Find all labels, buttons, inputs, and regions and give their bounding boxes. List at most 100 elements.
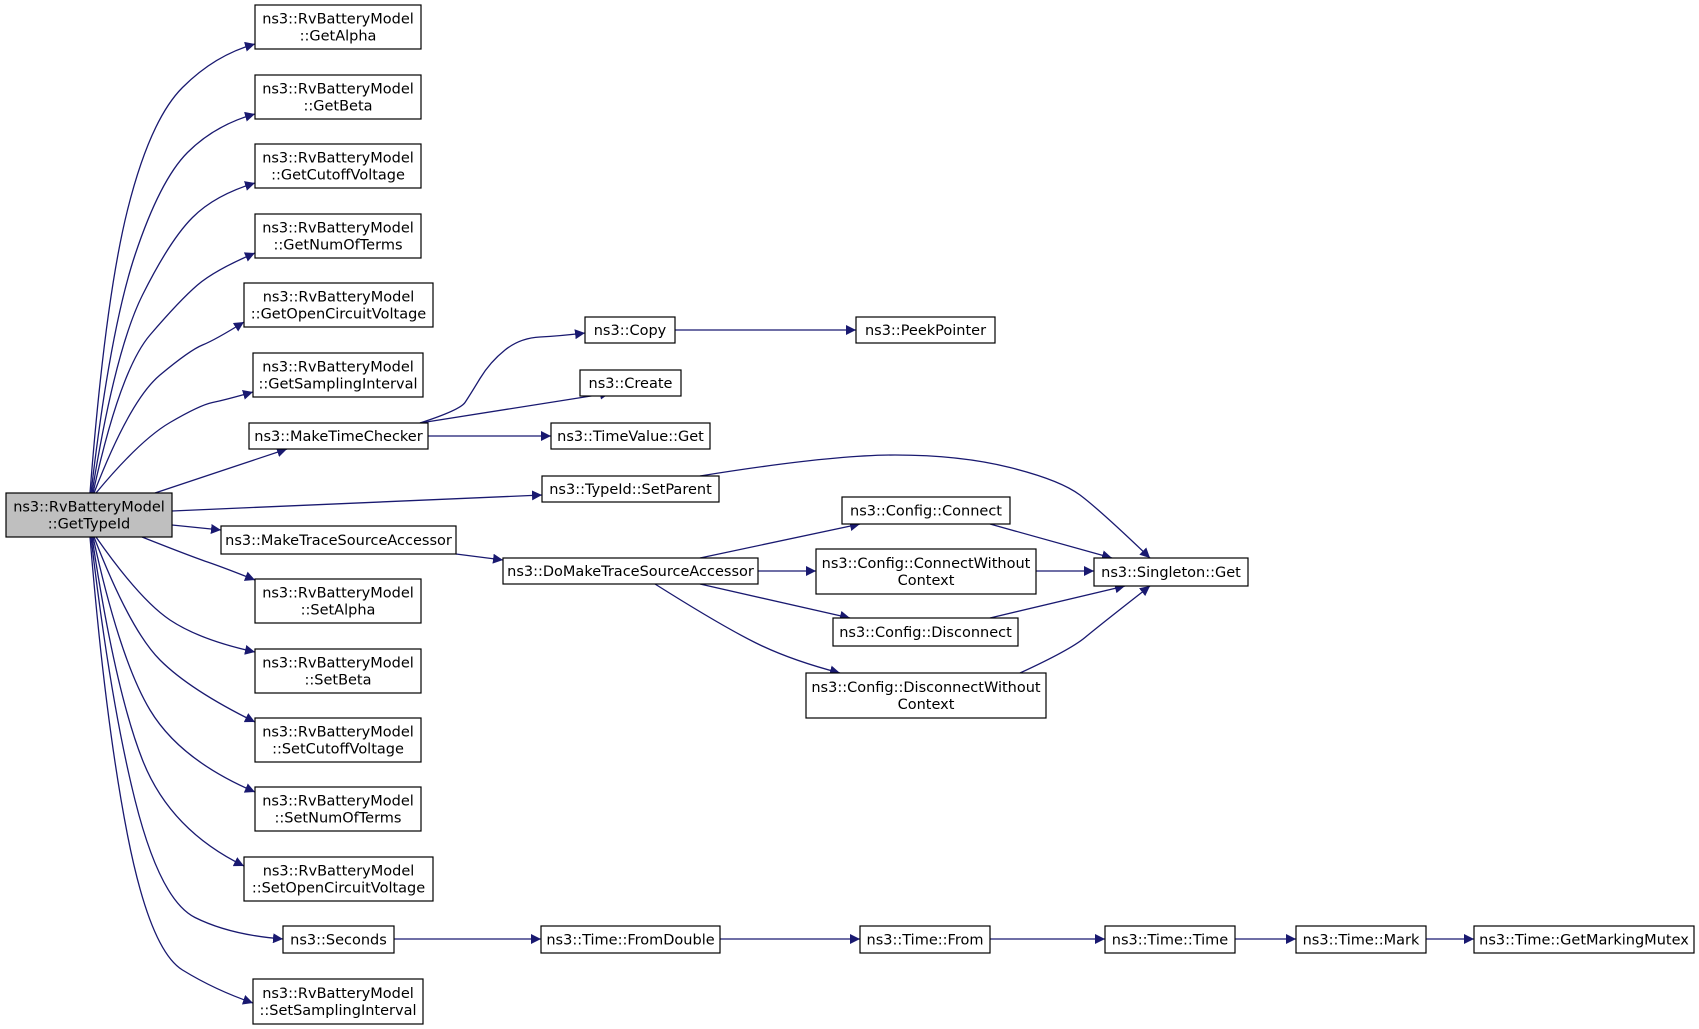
edge-GetTypeId-to-Seconds bbox=[90, 536, 284, 944]
node-TimeFrom[interactable]: ns3::Time::From bbox=[859, 925, 991, 954]
edge-MakeTimeChecker-to-Create bbox=[419, 389, 611, 424]
node-label-line: ns3::Config::Disconnect bbox=[839, 625, 1012, 641]
node-box bbox=[1093, 557, 1249, 587]
node-label-line: ns3::Time::FromDouble bbox=[546, 933, 714, 949]
edge-GetTypeId-to-MakeTraceSourceAccessor bbox=[171, 524, 222, 534]
node-GetSamplingInterval[interactable]: ns3::RvBatteryModel::GetSamplingInterval bbox=[252, 352, 424, 398]
node-SetBeta[interactable]: ns3::RvBatteryModel::SetBeta bbox=[254, 648, 422, 694]
node-box bbox=[254, 213, 422, 259]
edge-GetTypeId-to-GetAlpha bbox=[89, 41, 256, 494]
node-label-line: ns3::RvBatteryModel bbox=[262, 12, 414, 28]
node-label-line: ns3::RvBatteryModel bbox=[262, 221, 414, 237]
node-label-line: ns3::Seconds bbox=[290, 933, 387, 949]
node-GetTypeId[interactable]: ns3::RvBatteryModel::GetTypeId bbox=[5, 492, 173, 538]
node-ConfigDisconnect[interactable]: ns3::Config::Disconnect bbox=[832, 617, 1019, 647]
node-box bbox=[815, 548, 1037, 595]
node-SetOpenCircuitVoltage[interactable]: ns3::RvBatteryModel::SetOpenCircuitVolta… bbox=[243, 856, 434, 902]
node-label-line: ns3::Copy bbox=[594, 323, 667, 339]
node-GetOpenCircuitVoltage[interactable]: ns3::RvBatteryModel::GetOpenCircuitVolta… bbox=[243, 282, 434, 328]
node-label-line: ns3::TimeValue::Get bbox=[557, 429, 704, 445]
node-label-line: ns3::Time::Mark bbox=[1303, 933, 1420, 949]
edge-ConfigDisconnect-to-SingletonGet bbox=[989, 583, 1126, 619]
node-label-line: ns3::RvBatteryModel bbox=[262, 794, 414, 810]
node-box bbox=[243, 856, 434, 902]
node-box bbox=[248, 422, 429, 450]
node-SetParent[interactable]: ns3::TypeId::SetParent bbox=[541, 475, 720, 503]
node-MakeTimeChecker[interactable]: ns3::MakeTimeChecker bbox=[248, 422, 429, 450]
nodes-layer: ns3::RvBatteryModel::GetTypeIdns3::RvBat… bbox=[5, 4, 1695, 1025]
node-box bbox=[579, 369, 682, 397]
node-label-line: ns3::RvBatteryModel bbox=[262, 82, 414, 98]
node-TimeFromDouble[interactable]: ns3::Time::FromDouble bbox=[540, 925, 721, 954]
node-DoMakeTraceSourceAccessor[interactable]: ns3::DoMakeTraceSourceAccessor bbox=[502, 557, 759, 585]
node-TimeMark[interactable]: ns3::Time::Mark bbox=[1295, 925, 1427, 954]
edge-GetTypeId-to-GetNumOfTerms bbox=[92, 252, 256, 494]
node-SetNumOfTerms[interactable]: ns3::RvBatteryModel::SetNumOfTerms bbox=[254, 786, 422, 832]
edge-ConfigConnect-to-SingletonGet bbox=[989, 523, 1113, 561]
edge-GetTypeId-to-SetAlpha bbox=[141, 536, 256, 581]
node-box bbox=[1295, 925, 1427, 954]
node-GetNumOfTerms[interactable]: ns3::RvBatteryModel::GetNumOfTerms bbox=[254, 213, 422, 259]
node-SetSamplingInterval[interactable]: ns3::RvBatteryModel::SetSamplingInterval bbox=[252, 978, 424, 1025]
node-label-line: ns3::Config::Connect bbox=[850, 504, 1002, 520]
node-GetAlpha[interactable]: ns3::RvBatteryModel::GetAlpha bbox=[254, 4, 422, 50]
edges-layer bbox=[89, 41, 1474, 1005]
edge-DoMakeTraceSourceAccessor-to-ConfigDisconnect bbox=[699, 583, 851, 621]
node-box bbox=[1473, 925, 1695, 954]
node-label-line: Context bbox=[898, 573, 955, 589]
edge-GetTypeId-to-GetCutoffVoltage bbox=[91, 181, 256, 494]
node-Seconds[interactable]: ns3::Seconds bbox=[282, 925, 395, 954]
node-label-line: ns3::RvBatteryModel bbox=[262, 725, 414, 741]
node-MakeTraceSourceAccessor[interactable]: ns3::MakeTraceSourceAccessor bbox=[220, 525, 457, 555]
node-label-line: ns3::Time::From bbox=[867, 933, 984, 949]
node-TimeTime[interactable]: ns3::Time::Time bbox=[1104, 925, 1236, 954]
node-GetBeta[interactable]: ns3::RvBatteryModel::GetBeta bbox=[254, 74, 422, 120]
node-label-line: ns3::RvBatteryModel bbox=[262, 986, 414, 1002]
node-TimeValueGet[interactable]: ns3::TimeValue::Get bbox=[550, 422, 711, 450]
node-label-line: ns3::RvBatteryModel bbox=[262, 656, 414, 672]
node-Copy[interactable]: ns3::Copy bbox=[584, 316, 676, 344]
node-SingletonGet[interactable]: ns3::Singleton::Get bbox=[1093, 557, 1249, 587]
node-label-line: ns3::RvBatteryModel bbox=[262, 151, 414, 167]
node-label-line: ::GetBeta bbox=[303, 99, 372, 115]
node-label-line: ::GetNumOfTerms bbox=[274, 238, 403, 254]
node-box bbox=[502, 557, 759, 585]
edge-GetTypeId-to-GetOpenCircuitVoltage bbox=[93, 321, 245, 494]
edge-GetTypeId-to-MakeTimeChecker bbox=[154, 447, 288, 494]
node-label-line: ns3::Time::Time bbox=[1112, 933, 1229, 949]
node-box bbox=[254, 717, 422, 763]
edge-GetTypeId-to-SetBeta bbox=[95, 536, 256, 655]
node-label-line: ::SetBeta bbox=[304, 673, 371, 689]
node-GetCutoffVoltage[interactable]: ns3::RvBatteryModel::GetCutoffVoltage bbox=[254, 143, 422, 189]
node-label-line: ::GetSamplingInterval bbox=[258, 377, 417, 393]
node-label-line: ns3::RvBatteryModel bbox=[262, 586, 414, 602]
edge-ConfigDisconnectWithoutContext-to-SingletonGet bbox=[1019, 585, 1151, 674]
node-label-line: ::SetNumOfTerms bbox=[275, 811, 402, 827]
node-box bbox=[805, 672, 1047, 719]
node-label-line: ns3::RvBatteryModel bbox=[263, 290, 415, 306]
node-box bbox=[254, 4, 422, 50]
node-Create[interactable]: ns3::Create bbox=[579, 369, 682, 397]
node-box bbox=[1104, 925, 1236, 954]
node-label-line: ::SetAlpha bbox=[301, 603, 376, 619]
node-SetAlpha[interactable]: ns3::RvBatteryModel::SetAlpha bbox=[254, 578, 422, 624]
node-ConfigConnect[interactable]: ns3::Config::Connect bbox=[841, 496, 1011, 525]
node-label-line: ns3::Config::DisconnectWithout bbox=[811, 680, 1041, 696]
node-label-line: ns3::PeekPointer bbox=[865, 323, 986, 339]
node-label-line: ns3::Singleton::Get bbox=[1101, 565, 1241, 581]
node-box bbox=[252, 352, 424, 398]
node-label-line: ::GetOpenCircuitVoltage bbox=[251, 307, 426, 323]
node-PeekPointer[interactable]: ns3::PeekPointer bbox=[855, 316, 996, 344]
node-SetCutoffVoltage[interactable]: ns3::RvBatteryModel::SetCutoffVoltage bbox=[254, 717, 422, 763]
node-box bbox=[220, 525, 457, 555]
edge-DoMakeTraceSourceAccessor-to-ConfigConnect bbox=[699, 521, 861, 559]
node-GetMarkingMutex[interactable]: ns3::Time::GetMarkingMutex bbox=[1473, 925, 1695, 954]
node-box bbox=[254, 578, 422, 624]
edge-MakeTraceSourceAccessor-to-DoMakeTraceSourceAccessor bbox=[455, 553, 504, 564]
node-box bbox=[541, 475, 720, 503]
node-box bbox=[550, 422, 711, 450]
edge-DoMakeTraceSourceAccessor-to-ConfigDisconnectWithoutContext bbox=[654, 583, 841, 676]
